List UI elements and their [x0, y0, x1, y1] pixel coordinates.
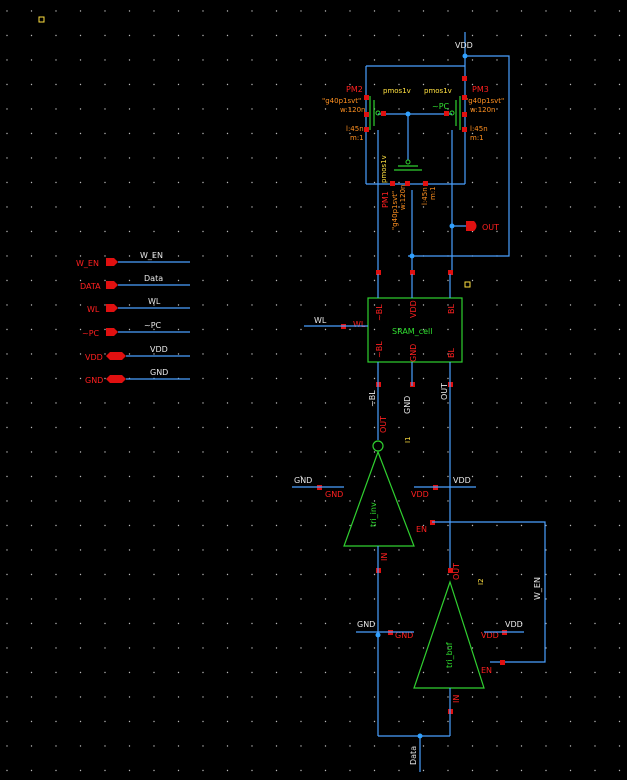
- pin-bl-left-bottom: ~BL: [375, 341, 384, 358]
- pin-in: IN: [380, 553, 389, 561]
- port-label: GND: [85, 376, 103, 385]
- net-gnd: GND: [294, 476, 312, 485]
- device-name: PM3: [472, 85, 489, 94]
- net-label: Data: [144, 274, 163, 283]
- port-wl[interactable]: WL WL: [87, 297, 190, 314]
- pmos-pm1[interactable]: pmos1v PM1 "g40p1svt" w:120n l:45n m:1: [380, 155, 437, 230]
- pin-gnd: GND: [325, 490, 343, 499]
- sram-cell[interactable]: ~BL VDD BL SRAM_cell WL WL ~BL GND BL: [304, 270, 471, 570]
- device-param-m: m:1: [429, 186, 437, 200]
- port-data[interactable]: DATA Data: [80, 274, 190, 291]
- net-data: Data: [409, 746, 418, 765]
- port-gnd[interactable]: GND GND: [85, 368, 190, 385]
- net-gnd: GND: [357, 620, 375, 629]
- pin-vdd: VDD: [409, 300, 418, 318]
- port-label: WL: [87, 305, 100, 314]
- pin-gnd: GND: [395, 631, 413, 640]
- net-wl: WL: [314, 316, 327, 325]
- pin-out: OUT: [379, 416, 388, 433]
- sram-name: SRAM_cell: [392, 327, 432, 336]
- device-param-w: w:120n: [470, 106, 496, 114]
- device-model: pmos1v: [424, 87, 452, 95]
- device-name: tri_inv: [369, 502, 378, 527]
- pin-wl: WL: [353, 320, 366, 329]
- pin-bl-left: ~BL: [375, 304, 384, 321]
- net-label: VDD: [150, 345, 168, 354]
- pin-en: EN: [416, 525, 427, 534]
- tri-buffer[interactable]: OUT I2 tri_buf GND VDD EN IN GND VDD W_E…: [356, 563, 542, 772]
- device-param-l: l:45n: [421, 187, 429, 205]
- net-vdd: VDD: [453, 476, 471, 485]
- port-label: DATA: [80, 282, 101, 291]
- top-vdd-label: VDD: [455, 41, 473, 50]
- tri-inverter[interactable]: OUT I1 tri_inv GND VDD EN IN GND VDD: [292, 416, 546, 736]
- pin-vdd: VDD: [481, 631, 499, 640]
- port-label: VDD: [85, 353, 103, 362]
- device-name: PM2: [346, 85, 363, 94]
- pin-in: IN: [452, 695, 461, 703]
- device-model: pmos1v: [380, 155, 388, 183]
- pin-en: EN: [481, 666, 492, 675]
- device-model: pmos1v: [383, 87, 411, 95]
- pin-out: OUT: [452, 563, 461, 580]
- net-out: OUT: [440, 383, 449, 400]
- port-pc[interactable]: ~PC ~PC: [82, 321, 190, 338]
- net-label: WL: [148, 297, 161, 306]
- port-label: W_EN: [76, 259, 99, 268]
- port-w-en[interactable]: W_EN W_EN: [76, 251, 190, 268]
- pin-gnd: GND: [409, 344, 418, 362]
- port-label: ~PC: [82, 329, 100, 338]
- inst-name: I1: [404, 436, 412, 443]
- device-param-w: w:120n: [399, 185, 407, 211]
- device-param-model: "g40p1svt": [322, 97, 361, 105]
- net-wen: W_EN: [533, 577, 542, 600]
- net-label: W_EN: [140, 251, 163, 260]
- device-name: tri_buf: [445, 642, 454, 668]
- port-list: W_EN W_EN DATA Data WL WL ~PC ~PC VDD: [76, 251, 190, 385]
- device-param-m: m:1: [470, 134, 484, 142]
- out-pin-label: OUT: [482, 223, 499, 232]
- net-nbl: ~BL: [368, 390, 377, 407]
- port-vdd[interactable]: VDD VDD: [85, 345, 190, 362]
- pmos-pm3[interactable]: PM3 pmos1v ~PC "g40p1svt" w:120n l:45n m…: [424, 76, 504, 142]
- net-label: GND: [150, 368, 168, 377]
- pin-bl-right-bottom: BL: [447, 348, 456, 358]
- device-param-l: l:45n: [346, 125, 364, 133]
- pc-label: ~PC: [432, 102, 450, 111]
- device-param-model: "g40p1svt": [465, 97, 504, 105]
- pin-vdd: VDD: [411, 490, 429, 499]
- device-name: PM1: [381, 191, 390, 208]
- corner-marker-icon: [38, 16, 45, 23]
- net-vdd: VDD: [505, 620, 523, 629]
- precharge-wiring: VDD: [365, 32, 510, 274]
- net-label: ~PC: [144, 321, 162, 330]
- device-param-model: "g40p1svt": [391, 191, 399, 230]
- device-param-w: w:120n: [340, 106, 366, 114]
- device-param-l: l:45n: [470, 125, 488, 133]
- pin-bl-right: BL: [447, 304, 456, 314]
- out-pin[interactable]: OUT: [466, 221, 499, 232]
- pmos-pm2[interactable]: PM2 pmos1v "g40p1svt" w:120n l:45n m:1: [322, 85, 411, 142]
- device-param-m: m:1: [350, 134, 364, 142]
- inst-name: I2: [477, 578, 485, 585]
- net-gnd: GND: [403, 396, 412, 414]
